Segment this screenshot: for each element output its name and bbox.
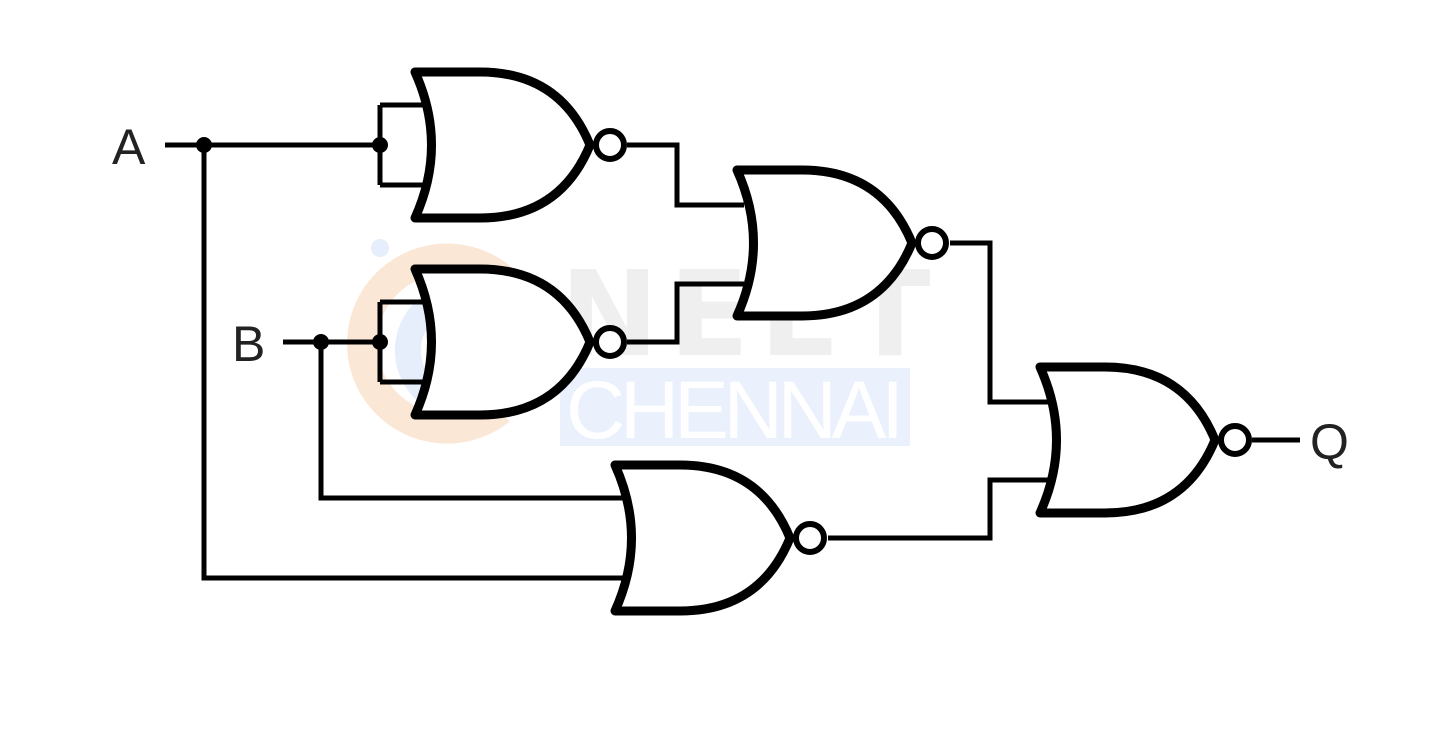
wire-gate1-out bbox=[627, 142, 744, 208]
output-label-q: Q bbox=[1310, 414, 1349, 470]
nor-gate-4 bbox=[610, 460, 827, 616]
junction-dot bbox=[372, 334, 388, 350]
junction-dot bbox=[313, 334, 329, 350]
watermark-chennai-text: CHENNAI bbox=[566, 365, 904, 456]
nor-gate-3 bbox=[732, 165, 949, 321]
input-label-b: B bbox=[232, 316, 265, 372]
junction-dot bbox=[196, 137, 212, 153]
wire-gate4-out bbox=[828, 477, 1050, 541]
nor-gate-5 bbox=[1035, 362, 1252, 518]
wire-b-down bbox=[318, 342, 625, 501]
nor-gate-1 bbox=[410, 67, 627, 223]
junction-dot bbox=[372, 137, 388, 153]
junctions bbox=[196, 137, 388, 350]
input-label-a: A bbox=[112, 119, 146, 175]
wire-a-down bbox=[201, 145, 625, 581]
nor-gate-2 bbox=[410, 264, 627, 420]
wire-gate3-out bbox=[950, 240, 1050, 405]
wire-gate2-out bbox=[627, 281, 744, 345]
watermark-chennai-band bbox=[560, 368, 910, 446]
